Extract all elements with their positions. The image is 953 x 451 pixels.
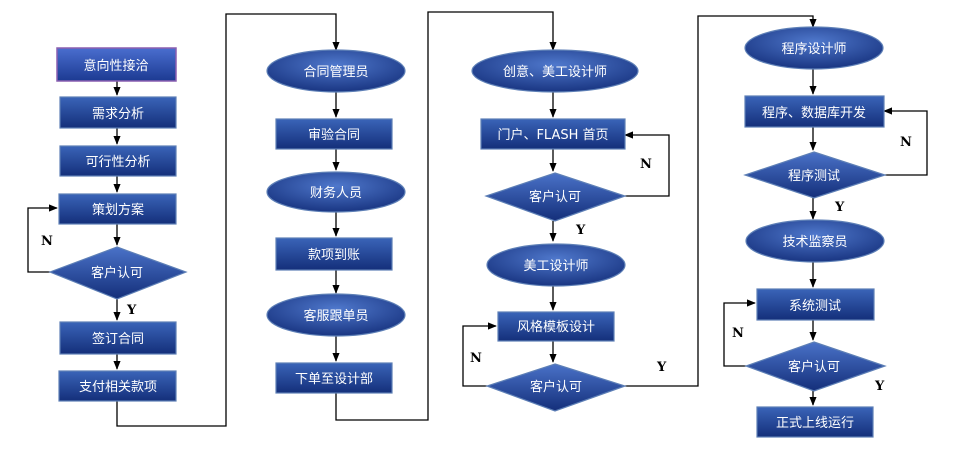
label-y-kehu4: Y <box>874 379 885 394</box>
node-kehu4-label: 客户认可 <box>788 359 840 375</box>
node-chengxu-kf: 程序、数据库开发 <box>744 95 885 128</box>
node-hetong-gly: 合同管理员 <box>266 49 406 93</box>
node-fengge-label: 风格模板设计 <box>517 319 595 335</box>
edge-col1-col2 <box>116 13 340 427</box>
node-hetong-gly-label: 合同管理员 <box>303 65 368 80</box>
label-y-kehu3: Y <box>656 360 667 375</box>
node-xuqiu: 需求分析 <box>59 96 177 129</box>
node-zhifu: 支付相关款项 <box>58 370 177 402</box>
node-meigong: 美工设计师 <box>486 243 626 287</box>
node-shenyan: 审验合同 <box>275 118 393 150</box>
node-zhengshi: 正式上线运行 <box>756 406 874 438</box>
node-jishu: 技术监察员 <box>745 219 885 263</box>
node-xitong-label: 系统测试 <box>789 299 841 314</box>
node-kehu2: 客户认可 <box>484 172 627 222</box>
edge-col2-col3 <box>335 11 557 421</box>
node-kehu2-label: 客户认可 <box>529 189 581 205</box>
node-yixiang: 意向性接洽 <box>56 47 177 82</box>
node-chengxu-cs-label: 程序测试 <box>788 169 840 184</box>
node-chuangyi-label: 创意、美工设计师 <box>503 64 607 80</box>
label-y-chengxu-cs: Y <box>834 200 845 215</box>
node-kefu-label: 客服跟单员 <box>303 308 368 324</box>
label-y-kehu1: Y <box>126 303 137 318</box>
edge-kehu4-xitong-loop <box>723 299 756 367</box>
node-shenyan-label: 审验合同 <box>308 127 360 143</box>
node-kehu3: 客户认可 <box>485 363 627 412</box>
label-n-kehu1: N <box>41 234 53 249</box>
edge-kehu1-cehua-loop <box>27 204 58 273</box>
node-kehu3-label: 客户认可 <box>530 379 582 395</box>
edge-labels: N Y N Y N Y N Y N Y <box>41 135 912 394</box>
node-zhengshi-label: 正式上线运行 <box>776 416 854 431</box>
node-xitong: 系统测试 <box>756 288 875 321</box>
node-zhifu-label: 支付相关款项 <box>79 380 157 395</box>
node-chengxu-sjs: 程序设计师 <box>744 26 884 70</box>
node-kehu1: 客户认可 <box>48 246 188 300</box>
node-qianding: 签订合同 <box>59 321 177 355</box>
node-chengxu-cs: 程序测试 <box>743 151 887 199</box>
node-xiadan: 下单至设计部 <box>275 362 393 394</box>
label-n-kehu4: N <box>732 326 744 341</box>
node-kuanxiang: 款项到账 <box>275 237 393 271</box>
label-n-kehu2: N <box>640 157 652 172</box>
node-chuangyi: 创意、美工设计师 <box>471 49 639 93</box>
node-kehu4: 客户认可 <box>744 341 887 392</box>
node-cehua: 策划方案 <box>58 193 177 225</box>
node-kexing: 可行性分析 <box>59 145 177 177</box>
node-kuanxiang-label: 款项到账 <box>308 248 360 263</box>
node-caiwu: 财务人员 <box>266 171 406 213</box>
node-kexing-label: 可行性分析 <box>85 155 150 170</box>
node-menhu-label: 门户、FLASH 首页 <box>497 127 608 143</box>
edge-col3-col4 <box>625 15 817 387</box>
node-yixiang-label: 意向性接洽 <box>83 58 148 74</box>
label-n-chengxu-cs: N <box>900 135 912 150</box>
node-jishu-label: 技术监察员 <box>782 235 847 250</box>
edge-cs-kf-loop <box>883 107 928 176</box>
edge-kehu2-menhu-loop <box>624 131 670 197</box>
label-n-kehu3: N <box>470 351 482 366</box>
node-cehua-label: 策划方案 <box>92 202 144 218</box>
node-xiadan-label: 下单至设计部 <box>295 372 373 387</box>
node-menhu: 门户、FLASH 首页 <box>480 118 626 150</box>
label-y-kehu2: Y <box>575 223 586 238</box>
node-xuqiu-label: 需求分析 <box>92 107 144 122</box>
node-meigong-label: 美工设计师 <box>523 259 588 274</box>
node-kefu: 客服跟单员 <box>266 293 406 337</box>
node-kehu1-label: 客户认可 <box>91 265 143 281</box>
node-caiwu-label: 财务人员 <box>310 185 362 201</box>
node-chengxu-kf-label: 程序、数据库开发 <box>762 105 866 121</box>
node-chengxu-sjs-label: 程序设计师 <box>781 42 846 57</box>
node-qianding-label: 签订合同 <box>92 331 144 347</box>
edge-kehu3-fengge-loop <box>462 322 497 387</box>
edges <box>27 11 928 427</box>
node-fengge: 风格模板设计 <box>497 311 615 342</box>
